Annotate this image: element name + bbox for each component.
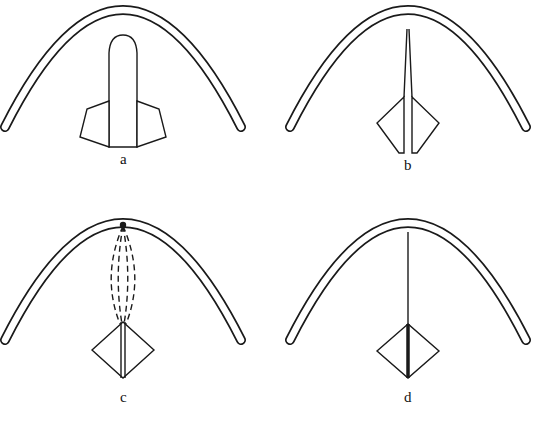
panel-letter: c — [120, 390, 127, 405]
panel-letter: b — [404, 158, 412, 173]
panel-c — [5, 223, 241, 379]
panel-d — [290, 223, 526, 378]
panel-a — [5, 10, 241, 147]
panel-letter: a — [120, 152, 127, 167]
panel-letter: d — [404, 390, 412, 405]
panel-b — [290, 10, 526, 153]
